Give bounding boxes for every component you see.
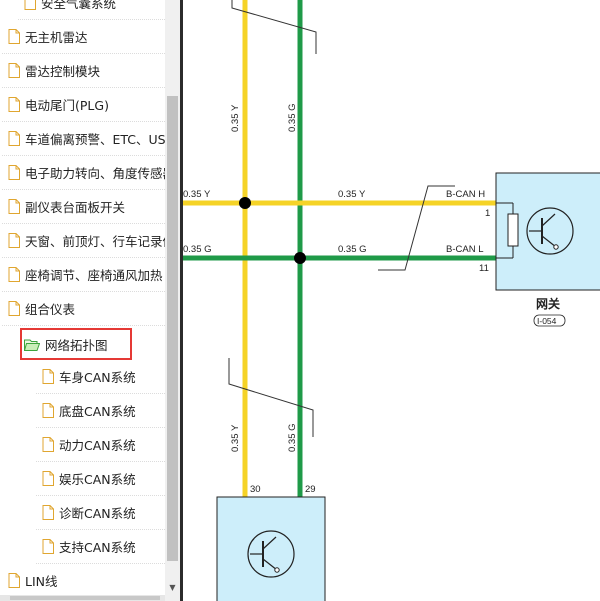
pin-number-11: 11 [479,263,489,274]
sidebar-item-14[interactable]: 娱乐CAN系统 [36,462,165,496]
pin-number-30: 30 [250,484,261,495]
sidebar-item-label: 雷达控制模块 [25,64,101,79]
sidebar-item-label: 电动尾门(PLG) [25,98,109,113]
document-icon [8,199,20,214]
label-vertical-green-bottom: 0.35 G [287,423,298,452]
sidebar-item-label: 支持CAN系统 [59,540,136,555]
sidebar-item-13[interactable]: 动力CAN系统 [36,428,165,462]
sidebar-item-6[interactable]: 副仪表台面板开关 [2,190,165,224]
sidebar-item-8[interactable]: 座椅调节、座椅通风加热 [2,258,165,292]
document-icon [8,233,20,248]
sidebar-item-0[interactable]: 安全气囊系统 [18,0,165,20]
label-vertical-yellow-bottom: 0.35 Y [230,424,241,452]
label-horizontal-yellow-left: 0.35 Y [183,189,211,200]
label-horizontal-yellow-mid: 0.35 Y [338,189,366,200]
sidebar-item-label: 娱乐CAN系统 [59,472,136,487]
termination-resistor-icon [507,213,519,247]
label-vertical-yellow-top: 0.35 Y [230,104,241,132]
horizontal-scrollbar[interactable] [0,595,165,601]
twisted-pair-bracket-bottom [228,358,314,437]
sidebar-item-15[interactable]: 诊断CAN系统 [36,496,165,530]
document-icon [8,131,20,146]
document-icon [24,0,36,10]
document-icon [42,471,54,486]
sidebar-item-label: 组合仪表 [25,302,76,317]
sidebar-item-label: 底盘CAN系统 [59,404,136,419]
sidebar-item-label: 电子助力转向、角度传感器 [25,166,165,181]
twisted-pair-bracket-top [231,0,317,54]
label-horizontal-green-left: 0.35 G [183,244,212,255]
panel-divider[interactable] [180,0,183,601]
gateway-code-badge [533,314,566,327]
open-folder-icon [24,338,40,351]
document-icon [8,573,20,588]
sidebar-item-12[interactable]: 底盘CAN系统 [36,394,165,428]
lower-transistor-icon [247,530,295,578]
sidebar-item-label: 座椅调节、座椅通风加热 [25,268,163,283]
scrollbar-thumb[interactable] [167,96,178,561]
sidebar-item-4[interactable]: 车道偏离预警、ETC、USB [2,122,165,156]
document-icon [8,29,20,44]
sidebar-item-16[interactable]: 支持CAN系统 [36,530,165,564]
sidebar-item-9[interactable]: 组合仪表 [2,292,165,326]
document-icon [42,437,54,452]
document-icon [42,505,54,520]
sidebar-item-label: 车身CAN系统 [59,370,136,385]
sidebar-item-label: 车道偏离预警、ETC、USB [25,132,165,147]
document-icon [8,301,20,316]
twisted-pair-bracket-right [378,185,455,271]
gateway-code: I-054 [537,316,557,326]
document-icon [42,403,54,418]
pin-number-29: 29 [305,484,316,495]
pin-label-bcan-l: B-CAN L [446,244,483,255]
document-icon [8,165,20,180]
sidebar-item-label: 网络拓扑图 [45,337,108,353]
pin-number-1: 1 [485,208,490,219]
sidebar-item-17[interactable]: LIN线 [2,564,165,598]
sidebar-item-7[interactable]: 天窗、前顶灯、行车记录仪 [2,224,165,258]
document-icon [42,369,54,384]
sidebar-item-label: LIN线 [25,574,58,589]
pin-label-bcan-h: B-CAN H [446,189,485,200]
transistor-icon [526,207,574,255]
splice-dot-yellow [239,197,251,209]
sidebar-item-5[interactable]: 电子助力转向、角度传感器 [2,156,165,190]
sidebar-item-label: 副仪表台面板开关 [25,200,126,215]
sidebar-item-label: 无主机雷达 [25,30,88,45]
sidebar-item-10[interactable]: 网络拓扑图 [20,328,132,360]
document-icon [42,539,54,554]
sidebar-item-label: 动力CAN系统 [59,438,136,453]
splice-dot-green [294,252,306,264]
label-vertical-green-top: 0.35 G [287,103,298,132]
sidebar-item-label: 安全气囊系统 [41,0,117,11]
gateway-name: 网关 [536,296,560,311]
vertical-scrollbar[interactable]: ▼ [165,0,180,601]
sidebar-tree-panel: 安全气囊系统无主机雷达雷达控制模块电动尾门(PLG) 车道偏离预警、ETC、USB… [0,0,181,601]
scroll-down-icon[interactable]: ▼ [169,582,176,592]
sidebar-item-1[interactable]: 无主机雷达 [2,20,165,54]
document-icon [8,97,20,112]
wiring-diagram: 0.35 Y 0.35 G 0.35 Y 0.35 G 0.35 Y 0.35 … [183,0,600,601]
sidebar-item-label: 天窗、前顶灯、行车记录仪 [25,234,165,249]
label-horizontal-green-mid: 0.35 G [338,244,367,255]
horizontal-scrollbar-thumb[interactable] [10,596,160,600]
document-icon [8,63,20,78]
sidebar-item-11[interactable]: 车身CAN系统 [36,360,165,394]
sidebar-item-3[interactable]: 电动尾门(PLG) [2,88,165,122]
sidebar-item-2[interactable]: 雷达控制模块 [2,54,165,88]
sidebar-item-label: 诊断CAN系统 [59,506,136,521]
document-icon [8,267,20,282]
